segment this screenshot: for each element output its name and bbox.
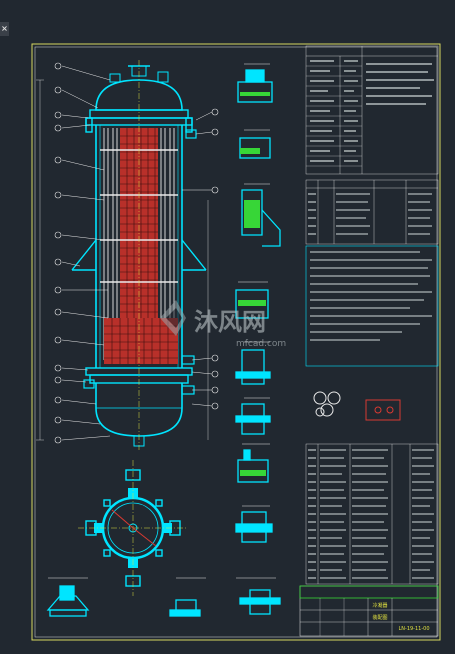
main-vessel [71,60,207,450]
tech-spec-table-rows [306,65,362,167]
nozzle-table [305,179,439,245]
watermark-url: mfcad.com [236,339,286,349]
detail-views [235,69,281,615]
title-block-name-line-2: 装配图 [372,614,387,621]
nozzle-table-text [308,193,432,235]
table-text-strokes [310,60,434,162]
title-block [299,585,439,637]
title-block-drawing-number: LN-19-11-00 [398,626,429,632]
notes-box [305,245,439,367]
tech-spec-table [305,45,439,175]
bom-rows [308,449,434,579]
part-leader-lines [61,65,213,441]
watermark-brand: 沐风网 [194,308,266,336]
dimension-lines [36,79,209,441]
watermark-logo-icon [160,300,186,336]
bottom-detail-views [46,585,201,617]
view-title-marks [48,63,276,579]
close-tab-icon[interactable]: × [0,22,9,36]
part-number-bubbles [54,62,219,444]
tube-layout-detail [313,391,401,421]
bill-of-materials [305,443,439,585]
inner-frame [34,46,438,638]
plan-view [78,460,188,596]
technical-requirements-notes [310,251,432,341]
title-block-name-line-1: 冷凝器 [372,602,387,609]
outer-frame [31,43,441,641]
